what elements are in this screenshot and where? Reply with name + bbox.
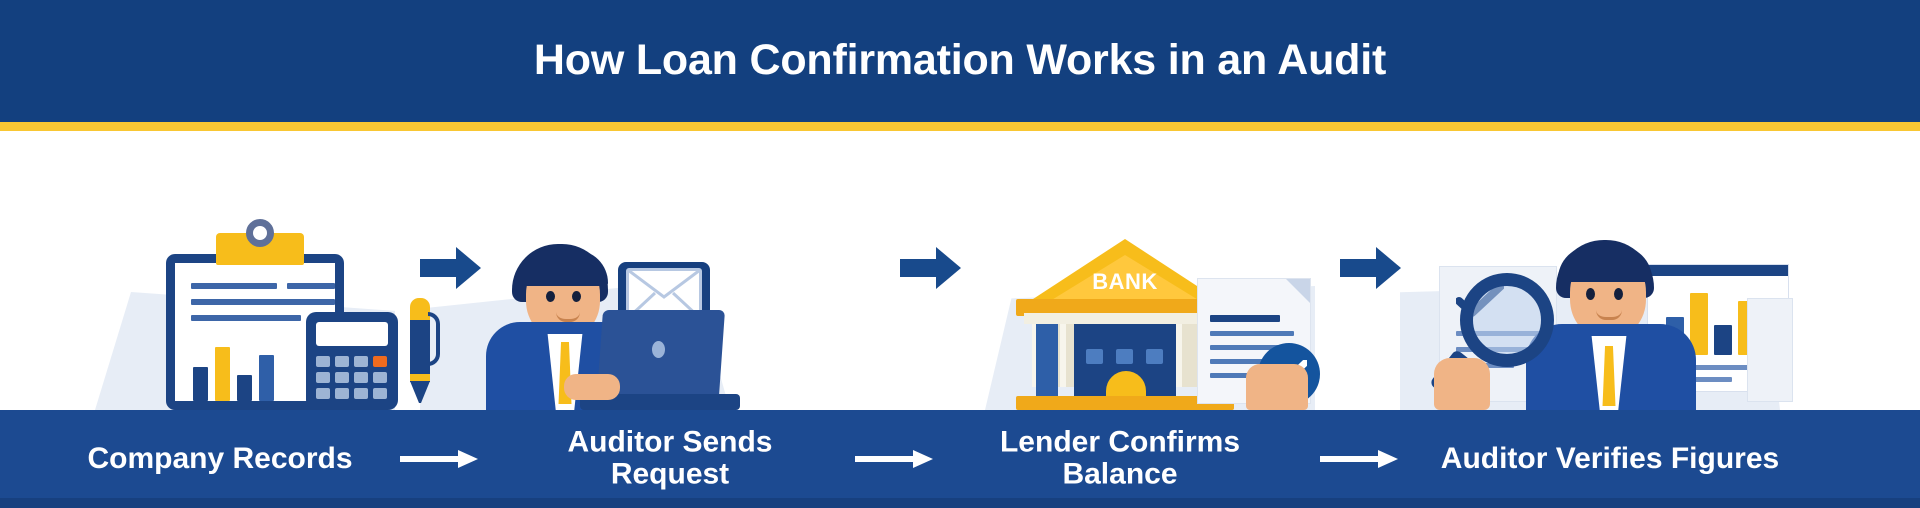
- auditor-eye: [1614, 288, 1623, 300]
- clipboard-ring-icon: [246, 219, 274, 247]
- chart-caption-line: [1666, 377, 1732, 382]
- chart-bar: [1714, 325, 1732, 355]
- auditor-hair-front: [516, 250, 608, 286]
- hand-icon: [1246, 364, 1308, 410]
- auditor-mouth: [556, 312, 580, 322]
- step-label-lender-confirms-balance: Lender Confirms Balance: [999, 425, 1241, 491]
- calculator-key: [335, 372, 349, 383]
- scene-auditor-sends-request: [460, 225, 760, 410]
- calculator-key: [316, 356, 330, 367]
- calculator-key: [316, 388, 330, 399]
- calculator-key: [373, 372, 387, 383]
- illustration-band: BANK: [0, 131, 1920, 410]
- laptop-logo-icon: [652, 341, 665, 358]
- calculator-key: [354, 372, 368, 383]
- auditor-hair-front: [1558, 246, 1652, 282]
- auditor-eye: [546, 291, 555, 302]
- block-arrow-icon: [1340, 246, 1402, 290]
- pen-icon: [406, 298, 440, 406]
- step-label-auditor-verifies-figures: Auditor Verifies Figures: [1440, 441, 1780, 475]
- chart-header-bar: [1648, 265, 1788, 276]
- chart-caption-line: [1666, 365, 1758, 370]
- calculator-key: [373, 388, 387, 399]
- calculator-key: [335, 356, 349, 367]
- calculator-screen: [316, 322, 388, 346]
- auditor-hand: [564, 374, 620, 400]
- calculator-icon: [306, 312, 398, 410]
- laptop-base: [580, 394, 740, 410]
- calculator-key: [316, 372, 330, 383]
- bar-chart-icon: [259, 355, 274, 401]
- document-line: [1210, 331, 1294, 336]
- scene-company-records: [138, 219, 440, 410]
- bank-column: [1182, 323, 1198, 387]
- calculator-key: [354, 356, 368, 367]
- bank-window: [1086, 349, 1103, 364]
- block-arrow-icon: [900, 246, 962, 290]
- step-label-band: Company Records Auditor Sends Request Le…: [0, 410, 1920, 508]
- auditor-eye: [572, 291, 581, 302]
- pen-cap: [410, 298, 430, 324]
- thin-arrow-icon: [400, 448, 478, 470]
- auditor-tie: [1602, 346, 1616, 406]
- clipboard-text-line: [191, 283, 277, 289]
- step-label-company-records: Company Records: [87, 441, 353, 475]
- document-line: [1210, 315, 1280, 322]
- document-line: [1210, 359, 1272, 364]
- pen-clip: [428, 312, 440, 366]
- thin-arrow-icon: [855, 448, 933, 470]
- bank-sign-label: BANK: [1092, 269, 1158, 294]
- auditor-mouth: [1596, 310, 1622, 320]
- document-icon: [1748, 299, 1792, 401]
- calculator-key: [335, 388, 349, 399]
- bank-base: [1016, 396, 1234, 410]
- gold-divider: [0, 122, 1920, 131]
- hand-icon: [1434, 358, 1490, 410]
- calculator-key-equals: [373, 356, 387, 367]
- block-arrow-icon: [420, 246, 482, 290]
- clipboard-text-line: [191, 315, 301, 321]
- bank-pillar-left: [1036, 323, 1058, 401]
- pen-barrel: [410, 320, 430, 382]
- clipboard-text-line: [287, 283, 335, 289]
- header-bar: How Loan Confirmation Works in an Audit: [0, 0, 1920, 122]
- bank-cornice: [1016, 299, 1234, 316]
- bank-window: [1116, 349, 1133, 364]
- pen-band: [410, 374, 430, 381]
- magnifying-glass-icon: [1460, 273, 1554, 367]
- thin-arrow-icon: [1320, 448, 1398, 470]
- calculator-key: [354, 388, 368, 399]
- step-label-auditor-sends-request: Auditor Sends Request: [567, 425, 773, 491]
- pen-tip: [410, 381, 430, 403]
- chart-bar: [1690, 293, 1708, 355]
- bank-window: [1146, 349, 1163, 364]
- bar-chart-icon: [237, 375, 252, 401]
- bar-chart-icon: [215, 347, 230, 401]
- document-line: [1210, 345, 1294, 350]
- auditor-eye: [1586, 288, 1595, 300]
- bank-cornice-inner: [1024, 313, 1226, 324]
- scene-lender-confirms-balance: BANK: [1010, 225, 1320, 410]
- page-title: How Loan Confirmation Works in an Audit: [533, 36, 1387, 85]
- clipboard-text-line: [191, 299, 335, 305]
- bar-chart-icon: [193, 367, 208, 401]
- scene-auditor-verifies-figures: [1429, 225, 1792, 410]
